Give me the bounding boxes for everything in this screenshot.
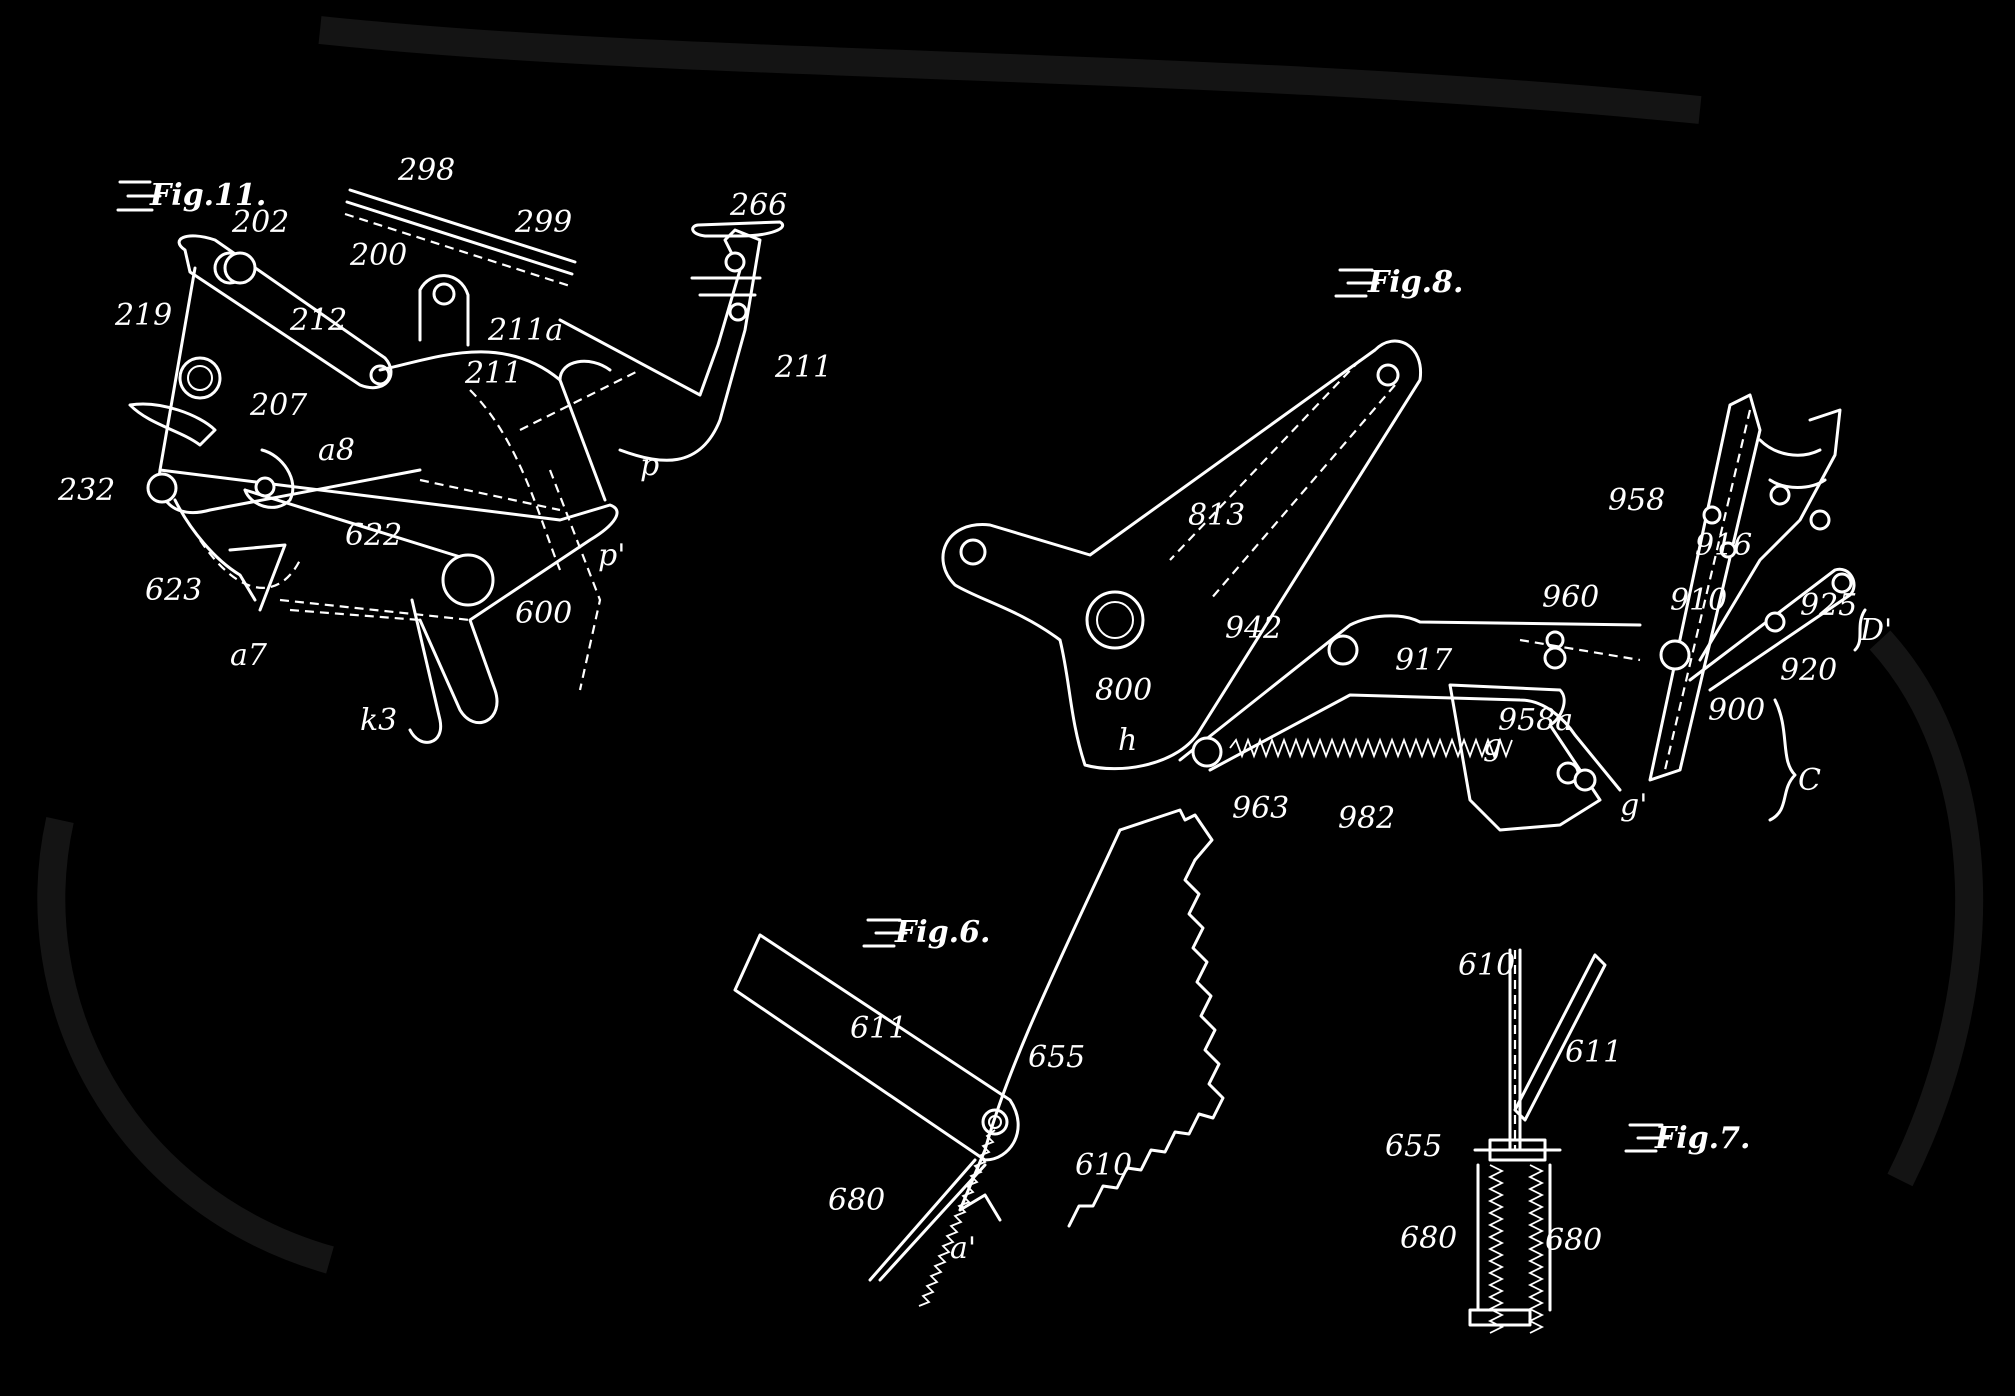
- reference-label: 982: [1338, 801, 1395, 836]
- figure-7-title: Fig.7.: [1624, 1121, 1750, 1156]
- figure-8: Fig.8.: [941, 265, 1892, 836]
- reference-label: 200: [349, 238, 407, 273]
- reference-label: 212: [289, 303, 347, 338]
- reference-label: 266: [729, 188, 787, 223]
- reference-label: 942: [1225, 611, 1282, 646]
- reference-label: 680: [1400, 1221, 1457, 1256]
- reference-label: 800: [1095, 673, 1152, 708]
- reference-label: 207: [249, 388, 308, 423]
- reference-label: D': [1859, 613, 1892, 648]
- figure-title: Fig.8.: [1367, 265, 1463, 300]
- reference-label: 600: [515, 596, 572, 631]
- figure-title: Fig.6.: [894, 915, 990, 950]
- reference-label: 963: [1232, 791, 1289, 826]
- figure-6-title: Fig.6.: [862, 915, 990, 950]
- reference-label: 917: [1395, 643, 1453, 678]
- reference-label: 211: [464, 356, 522, 391]
- reference-label: 920: [1780, 653, 1837, 688]
- reference-label: 202: [231, 205, 289, 240]
- reference-label: p': [598, 538, 625, 573]
- figure-8-title: Fig.8.: [1334, 265, 1463, 300]
- reference-label: 958a: [1498, 703, 1573, 738]
- reference-label: g': [1620, 788, 1647, 823]
- reference-label: 655: [1028, 1040, 1085, 1075]
- reference-label: a': [950, 1231, 976, 1266]
- reference-label: a8: [318, 433, 355, 468]
- reference-label: 916: [1695, 528, 1752, 563]
- reference-label: 958: [1608, 483, 1665, 518]
- reference-label: 622: [345, 518, 402, 553]
- reference-label: 813: [1188, 498, 1245, 533]
- reference-label: g: [1483, 728, 1502, 763]
- reference-label: k3: [360, 703, 397, 738]
- reference-label: 219: [114, 298, 172, 333]
- figure-6: Fig.6. 611 655 610 680 a': [733, 808, 1225, 1307]
- reference-label: 680: [828, 1183, 885, 1218]
- reference-label: 900: [1708, 693, 1765, 728]
- figure-11-title: Fig.11.: [116, 178, 266, 213]
- reference-label: 232: [57, 473, 115, 508]
- figure-7: Fig.7. 610 611 655 680 680: [1385, 948, 1750, 1334]
- reference-label: 655: [1385, 1129, 1442, 1164]
- reference-label: 925: [1800, 588, 1857, 623]
- reference-label: 611: [850, 1011, 907, 1046]
- reference-label: 910: [1670, 583, 1727, 618]
- reference-label: 960: [1542, 580, 1599, 615]
- figure-title: Fig.7.: [1654, 1121, 1750, 1156]
- background-scan-marks: [37, 16, 1984, 1274]
- figure-11: Fig.11.: [57, 153, 832, 744]
- reference-label: h: [1118, 723, 1137, 758]
- reference-label: 611: [1565, 1035, 1622, 1070]
- reference-label: C: [1798, 763, 1821, 798]
- reference-label: 680: [1545, 1223, 1602, 1258]
- reference-label: 299: [514, 205, 572, 240]
- reference-label: 211: [774, 350, 832, 385]
- reference-label: 623: [145, 573, 202, 608]
- figure-title: Fig.11.: [149, 178, 266, 213]
- reference-label: 610: [1458, 948, 1515, 983]
- reference-label: 610: [1075, 1148, 1132, 1183]
- reference-label: 211a: [487, 313, 563, 348]
- reference-label: p: [640, 448, 659, 483]
- reference-label: a7: [230, 638, 268, 673]
- reference-label: 298: [397, 153, 455, 188]
